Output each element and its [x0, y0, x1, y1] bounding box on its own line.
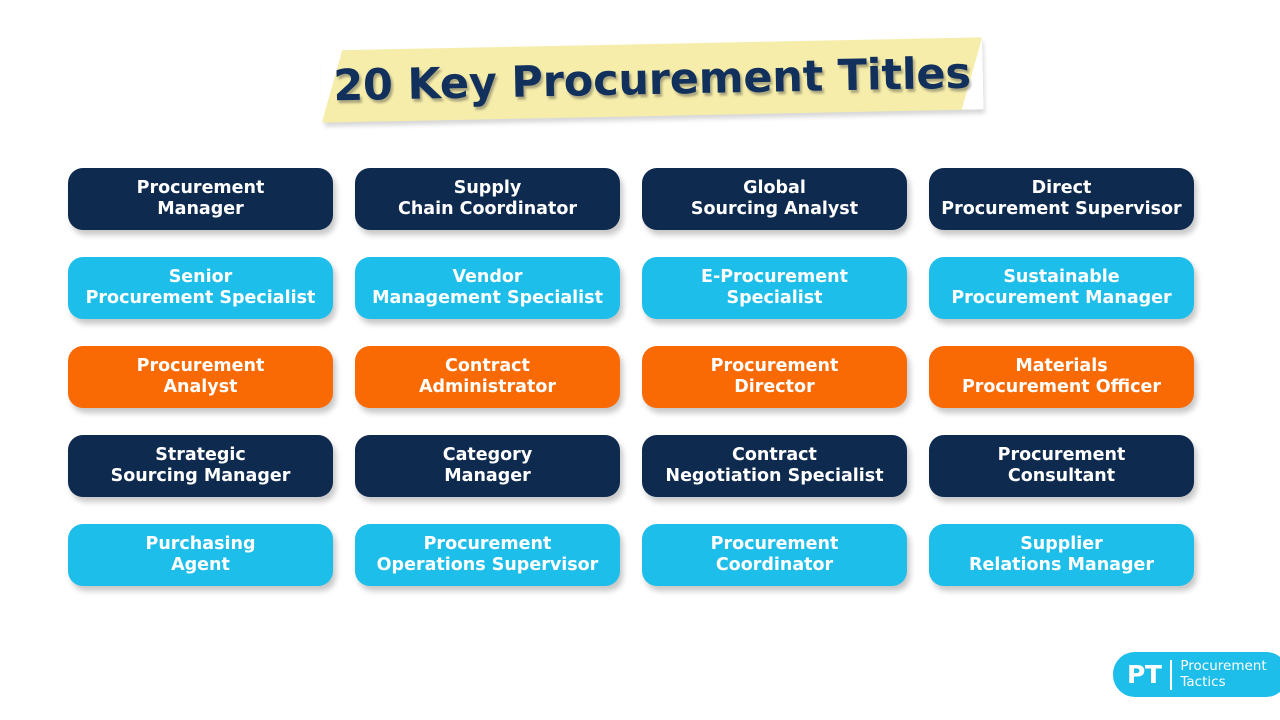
job-title-line2: Sourcing Manager: [110, 466, 291, 486]
job-title-line1: Senior: [168, 266, 233, 287]
job-title-line2: Management Specialist: [372, 288, 603, 308]
job-title-line2: Specialist: [726, 288, 823, 308]
job-title-line2: Administrator: [418, 377, 556, 397]
job-title-line1: Purchasing: [145, 533, 256, 554]
job-title-line2: Procurement Specialist: [85, 288, 316, 308]
job-title-line1: Strategic: [155, 444, 246, 465]
job-title-line2: Operations Supervisor: [376, 555, 599, 575]
job-title-line1: Vendor: [452, 266, 523, 287]
job-title-line1: Procurement: [710, 355, 839, 376]
job-title-line2: Consultant: [1007, 466, 1116, 486]
page-title: 20 Key Procurement Titles: [332, 48, 972, 112]
job-title-line1: Global: [743, 177, 806, 198]
logo-monogram: PT: [1127, 660, 1162, 689]
job-title-line1: Contract: [732, 444, 817, 465]
job-title-line1: Category: [442, 444, 533, 465]
job-title-line1: Supplier: [1020, 533, 1103, 554]
job-title-line2: Director: [734, 377, 815, 397]
job-title-line1: Procurement: [136, 355, 265, 376]
job-title-line2: Procurement Manager: [951, 288, 1172, 308]
job-title-line1: Procurement: [997, 444, 1126, 465]
job-title-line2: Relations Manager: [968, 555, 1155, 575]
logo-wordmark-line1: Procurement: [1180, 658, 1267, 675]
job-title-line2: Manager: [444, 466, 531, 486]
job-title-line2: Agent: [171, 555, 230, 575]
job-title-line2: Procurement Officer: [961, 377, 1162, 397]
job-title-line1: E-Procurement: [701, 266, 848, 287]
title-banner: 20 Key Procurement Titles: [321, 37, 983, 123]
job-title-line2: Sourcing Analyst: [690, 199, 859, 219]
job-title-line1: Procurement: [423, 533, 552, 554]
job-title-line2: Chain Coordinator: [398, 199, 577, 219]
job-title-line2: Analyst: [163, 377, 238, 397]
job-title-line1: Materials: [1015, 355, 1108, 376]
job-title-line1: Supply: [453, 177, 522, 198]
job-title-line2: Negotiation Specialist: [665, 466, 884, 486]
job-title-line1: Direct: [1031, 177, 1092, 198]
logo-wordmark: Procurement Tactics: [1180, 659, 1266, 689]
job-title-line2: Procurement Supervisor: [941, 199, 1182, 219]
logo-wordmark-line2: Tactics: [1180, 673, 1226, 690]
procurement-tactics-logo[interactable]: PT Procurement Tactics: [1113, 652, 1280, 697]
job-title-line2: Manager: [157, 199, 244, 219]
job-title-line2: Coordinator: [715, 555, 834, 575]
logo-divider: [1170, 659, 1173, 690]
job-title-line1: Procurement: [136, 177, 265, 198]
job-title-line1: Procurement: [710, 533, 839, 554]
job-title-line1: Contract: [445, 355, 530, 376]
job-title-line1: Sustainable: [1003, 266, 1120, 287]
